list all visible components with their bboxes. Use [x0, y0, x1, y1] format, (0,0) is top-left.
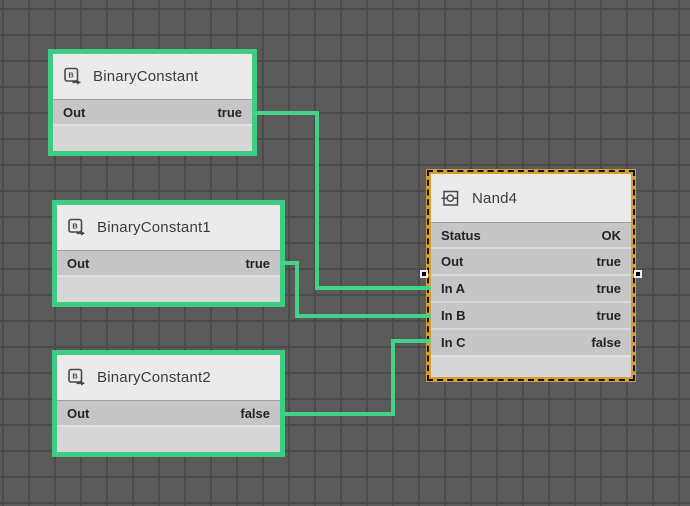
selection-handle-right[interactable]	[634, 269, 642, 278]
node-title: BinaryConstant2	[97, 369, 211, 386]
port-value: false	[240, 405, 270, 421]
port-row-out[interactable]: Out true	[431, 247, 631, 274]
node-binaryconstant1[interactable]: B BinaryConstant1 Out true	[52, 200, 285, 307]
port-label: Out	[63, 104, 86, 120]
port-label: Out	[441, 254, 464, 269]
wire-binaryconstant2-to-in-c[interactable]	[281, 339, 431, 416]
port-label: In A	[441, 281, 466, 296]
port-row-status[interactable]: Status OK	[431, 222, 631, 247]
port-label: Out	[67, 255, 90, 271]
port-row-out[interactable]: Out false	[57, 400, 280, 425]
port-row-in-c[interactable]: In C false	[431, 328, 631, 355]
port-label: In C	[441, 335, 466, 350]
node-title: BinaryConstant1	[97, 219, 211, 236]
node-nand4[interactable]: Nand4 Status OK Out true In A true In B …	[420, 169, 642, 382]
node-header[interactable]: Nand4	[431, 174, 631, 222]
port-value: true	[596, 308, 621, 323]
node-title: BinaryConstant	[93, 68, 199, 85]
node-header[interactable]: B BinaryConstant1	[57, 205, 280, 250]
wire-binaryconstant1-to-in-b[interactable]	[281, 261, 431, 318]
wire-binaryconstant-to-in-a[interactable]	[253, 111, 431, 290]
node-footer	[57, 425, 280, 452]
port-row-in-a[interactable]: In A true	[431, 274, 631, 301]
port-value: false	[591, 335, 621, 350]
binary-constant-icon: B	[63, 67, 82, 86]
binary-constant-icon: B	[67, 368, 86, 387]
svg-text:B: B	[68, 71, 74, 80]
port-label: Status	[441, 227, 481, 243]
port-value: true	[596, 281, 621, 296]
port-row-in-b[interactable]: In B true	[431, 301, 631, 328]
nand-gate-icon	[441, 189, 461, 208]
node-header[interactable]: B BinaryConstant	[53, 54, 252, 99]
node-footer	[57, 275, 280, 302]
node-header[interactable]: B BinaryConstant2	[57, 355, 280, 400]
port-label: In B	[441, 308, 466, 323]
port-value: OK	[601, 227, 622, 243]
binary-constant-icon: B	[67, 218, 86, 237]
node-footer	[431, 355, 631, 377]
port-label: Out	[67, 405, 90, 421]
port-value: true	[596, 254, 621, 269]
port-value: true	[217, 104, 242, 120]
node-binaryconstant2[interactable]: B BinaryConstant2 Out false	[52, 350, 285, 457]
port-row-out[interactable]: Out true	[53, 99, 252, 124]
svg-text:B: B	[72, 222, 78, 231]
node-binaryconstant[interactable]: B BinaryConstant Out true	[48, 49, 257, 156]
selection-handle-left[interactable]	[420, 269, 428, 278]
port-value: true	[245, 255, 270, 271]
svg-text:B: B	[72, 372, 78, 381]
port-row-out[interactable]: Out true	[57, 250, 280, 275]
node-title: Nand4	[472, 189, 518, 207]
node-footer	[53, 124, 252, 151]
